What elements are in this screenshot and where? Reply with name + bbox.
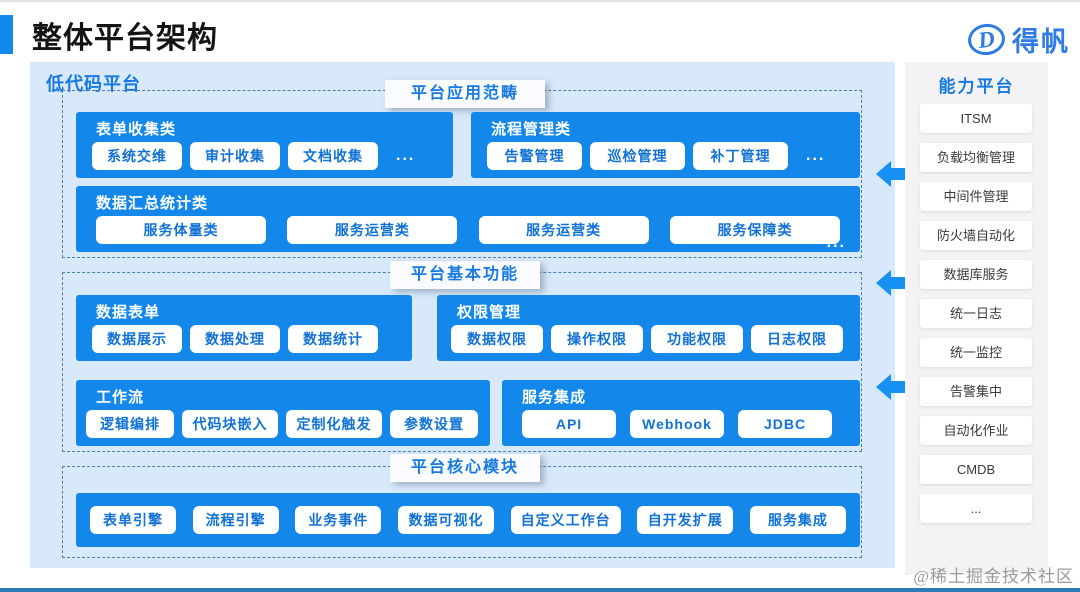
group-title: 服务集成 xyxy=(522,389,587,406)
chip-button[interactable]: API xyxy=(522,410,616,438)
chip-button[interactable]: 审计收集 xyxy=(190,142,280,170)
section-badge-application-scope: 平台应用范畴 xyxy=(385,80,545,108)
chip-button[interactable]: 参数设置 xyxy=(390,410,478,438)
capability-item-more[interactable]: ... xyxy=(920,494,1032,523)
defan-logo: D 得帆 xyxy=(966,20,1070,59)
arrow-left-icon xyxy=(876,161,916,187)
group-box-data-form: 数据表单 数据展示 数据处理 数据统计 xyxy=(76,295,412,361)
capability-item-cmdb[interactable]: CMDB xyxy=(920,455,1032,484)
group-title: 数据表单 xyxy=(96,304,161,321)
chip-button[interactable]: 数据权限 xyxy=(451,325,543,353)
group-title: 表单收集类 xyxy=(96,121,177,138)
chip-button[interactable]: 数据展示 xyxy=(92,325,182,353)
chip-button[interactable]: 巡检管理 xyxy=(590,142,685,170)
group-title: 数据汇总统计类 xyxy=(96,195,209,212)
chip-button[interactable]: 定制化触发 xyxy=(286,410,382,438)
group-box-form-collection: 表单收集类 系统交维 审计收集 文档收集 ... xyxy=(76,112,453,178)
capability-item-alert-center[interactable]: 告警集中 xyxy=(920,377,1032,406)
chip-button[interactable]: 告警管理 xyxy=(487,142,582,170)
chip-button[interactable]: Webhook xyxy=(630,410,724,438)
group-box-core-modules: 表单引擎 流程引擎 业务事件 数据可视化 自定义工作台 自开发扩展 服务集成 xyxy=(76,493,860,547)
capability-item-load-balance[interactable]: 负载均衡管理 xyxy=(920,143,1032,172)
group-title: 权限管理 xyxy=(457,304,522,321)
title-accent-bar xyxy=(0,15,13,54)
group-box-process-management: 流程管理类 告警管理 巡检管理 补丁管理 ... xyxy=(471,112,860,178)
group-box-data-summary: 数据汇总统计类 服务体量类 服务运营类 服务运营类 服务保障类 ... xyxy=(76,186,860,252)
chip-button[interactable]: 文档收集 xyxy=(288,142,378,170)
chip-button[interactable]: 服务运营类 xyxy=(478,216,649,244)
capability-item-database[interactable]: 数据库服务 xyxy=(920,260,1032,289)
bottom-accent-bar xyxy=(0,588,1080,592)
section-badge-core-modules: 平台核心模块 xyxy=(390,454,540,482)
chip-button[interactable]: 系统交维 xyxy=(92,142,182,170)
arrow-left-icon xyxy=(876,374,916,400)
page-title: 整体平台架构 xyxy=(32,22,218,55)
chip-button[interactable]: 服务体量类 xyxy=(96,216,266,244)
capability-item-itsm[interactable]: ITSM xyxy=(920,104,1032,133)
chip-button[interactable]: 服务集成 xyxy=(749,506,846,534)
capability-platform-panel: 能力平台 ITSM 负载均衡管理 中间件管理 防火墙自动化 数据库服务 统一日志… xyxy=(905,62,1048,575)
chip-button[interactable]: 业务事件 xyxy=(295,506,382,534)
chip-button[interactable]: 服务保障类 xyxy=(669,216,840,244)
defan-logo-text: 得帆 xyxy=(1012,27,1070,57)
capability-item-firewall[interactable]: 防火墙自动化 xyxy=(920,221,1032,250)
chip-button[interactable]: 数据可视化 xyxy=(397,506,494,534)
arrow-left-icon xyxy=(876,270,916,296)
capability-item-automation[interactable]: 自动化作业 xyxy=(920,416,1032,445)
group-box-permission-management: 权限管理 数据权限 操作权限 功能权限 日志权限 xyxy=(437,295,860,361)
group-title: 流程管理类 xyxy=(491,121,572,138)
group-box-service-integration: 服务集成 API Webhook JDBC xyxy=(502,380,860,446)
group-title: 工作流 xyxy=(96,389,145,406)
section-badge-basic-functions: 平台基本功能 xyxy=(390,261,540,289)
more-ellipsis: ... xyxy=(396,147,416,164)
chip-button[interactable]: 操作权限 xyxy=(551,325,643,353)
chip-button[interactable]: 自定义工作台 xyxy=(510,506,621,534)
capability-item-monitoring[interactable]: 统一监控 xyxy=(920,338,1032,367)
capability-item-middleware[interactable]: 中间件管理 xyxy=(920,182,1032,211)
chip-button[interactable]: 代码块嵌入 xyxy=(182,410,278,438)
chip-button[interactable]: 服务运营类 xyxy=(287,216,458,244)
more-ellipsis: ... xyxy=(806,147,826,164)
defan-logo-icon: D xyxy=(966,21,1007,58)
chip-button[interactable]: 自开发扩展 xyxy=(637,506,734,534)
chip-button[interactable]: 数据统计 xyxy=(288,325,378,353)
chip-button[interactable]: 补丁管理 xyxy=(693,142,788,170)
chip-button[interactable]: JDBC xyxy=(738,410,832,438)
chip-button[interactable]: 数据处理 xyxy=(190,325,280,353)
group-box-workflow: 工作流 逻辑编排 代码块嵌入 定制化触发 参数设置 xyxy=(76,380,490,446)
capability-platform-title: 能力平台 xyxy=(938,77,1015,96)
chip-button[interactable]: 流程引擎 xyxy=(192,506,279,534)
chip-button[interactable]: 表单引擎 xyxy=(90,506,176,534)
lowcode-platform-panel: 低代码平台 平台应用范畴 平台基本功能 平台核心模块 表单收集类 系统交维 审计… xyxy=(30,62,895,568)
more-ellipsis: ... xyxy=(826,234,846,251)
watermark-text: @稀土掘金技术社区 xyxy=(913,567,1074,586)
capability-item-unified-log[interactable]: 统一日志 xyxy=(920,299,1032,328)
lowcode-platform-label: 低代码平台 xyxy=(46,74,141,94)
chip-button[interactable]: 日志权限 xyxy=(751,325,843,353)
top-divider xyxy=(0,0,1080,2)
chip-button[interactable]: 功能权限 xyxy=(651,325,743,353)
chip-button[interactable]: 逻辑编排 xyxy=(86,410,174,438)
